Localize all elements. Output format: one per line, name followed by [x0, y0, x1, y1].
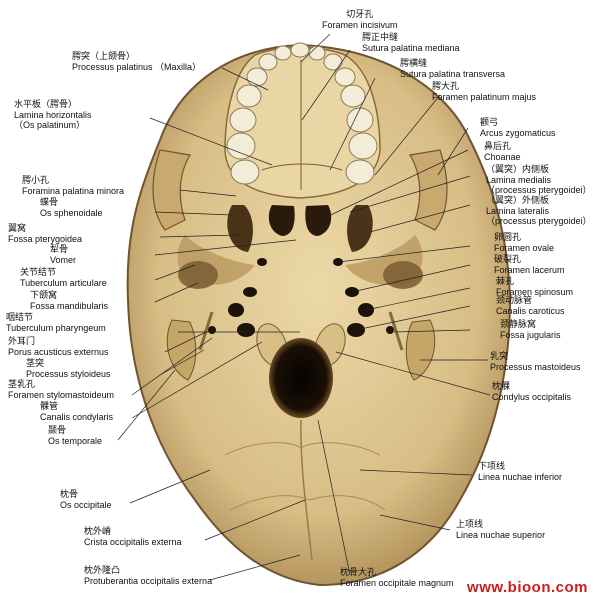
label-processus-mastoideus: 乳突 Processus mastoideus: [490, 352, 581, 372]
teeth: [226, 42, 378, 185]
label-sutura-palatina-mediana: 腭正中缝 Sutura palatina mediana: [362, 33, 460, 53]
label-sutura-palatina-transversa: 腭横缝 Sutura palatina transversa: [400, 59, 506, 79]
label-porus-acusticus-externus: 外耳门 Porus acusticus externus: [8, 337, 109, 357]
label-os-temporale: 颞骨 Os temporale: [48, 426, 103, 446]
label-linea-nuchae-inferior: 下项线 Linea nuchae inferior: [478, 462, 563, 482]
label-arcus-zygomaticus: 颧弓 Arcus zygomaticus: [480, 118, 556, 138]
label-foramen-stylomastoideum: 茎乳孔 Foramen stylomastoideum: [8, 380, 115, 400]
label-crista-occipitalis-externa: 枕外嵴 Crista occipitalis externa: [84, 527, 182, 547]
watermark: www.bioon.com: [467, 579, 588, 596]
label-protuberantia-occipitalis-externa: 枕外隆凸 Protuberantia occipitalis externa: [84, 566, 213, 586]
label-lamina-lateralis: （翼突）外侧板 Lamina lateralis （processus pter…: [486, 196, 592, 226]
zygomatic-arch-left: [152, 149, 191, 231]
choana-left: [268, 205, 295, 236]
choana-right: [305, 205, 332, 236]
label-lamina-medialis: （翼突）内侧板 Lamina medialis （processus ptery…: [486, 165, 592, 195]
label-lamina-horizontalis: 水平板（腭骨） Lamina horizontalis （Os palatinu…: [14, 100, 92, 130]
label-choanae: 鼻后孔 Choanae: [484, 142, 521, 162]
foramen-magnum: [269, 338, 333, 418]
label-linea-nuchae-superior: 上项线 Linea nuchae superior: [456, 520, 546, 540]
label-fossa-jugularis: 颈静脉窝 Fossa jugularis: [500, 320, 561, 340]
label-os-sphenoidale: 蝶骨 Os sphenoidale: [40, 198, 103, 218]
label-fossa-mandibularis: 下颌窝 Fossa mandibularis: [30, 291, 109, 311]
label-tuberculum-pharyngeum: 咽结节 Tuberculum pharyngeum: [6, 313, 106, 333]
label-fossa-pterygoidea: 翼窝 Fossa pterygoidea: [8, 224, 83, 244]
label-os-occipitale: 枕骨 Os occipitale: [60, 490, 112, 510]
label-foramen-spinosum: 棘孔 Foramen spinosum: [496, 277, 574, 297]
label-foramen-palatinum-majus: 腭大孔 Foramen palatinum majus: [432, 82, 537, 102]
label-canalis-caroticus: 颈动脉管 Canalis caroticus: [496, 296, 565, 316]
skull-outline: [126, 43, 512, 587]
label-foramen-lacerum: 破裂孔 Foramen lacerum: [494, 255, 565, 275]
label-foramina-palatina-minora: 腭小孔 Foramina palatina minora: [22, 176, 125, 196]
label-foramen-incisivum: 切牙孔 Foramen incisivum: [322, 10, 398, 30]
label-processus-palatinus: 腭突（上颌骨） Processus palatinus （Maxilla）: [72, 52, 202, 72]
label-canalis-condylaris: 髁管 Canalis condylaris: [40, 402, 114, 422]
label-tuberculum-articulare: 关节结节 Tuberculum articulare: [20, 268, 107, 288]
label-processus-styloideus: 茎突 Processus styloideus: [26, 359, 111, 379]
zygomatic-arch-right: [409, 149, 448, 231]
leader-lines: [117, 33, 491, 581]
label-vomer: 犁骨 Vomer: [50, 245, 77, 265]
label-condylus-occipitalis: 枕髁 Condylus occipitalis: [492, 382, 572, 402]
label-foramen-occipitale-magnum: 枕骨大孔 Foramen occipitale magnum: [340, 568, 454, 588]
label-foramen-ovale: 卵圆孔 Foramen ovale: [494, 233, 555, 253]
